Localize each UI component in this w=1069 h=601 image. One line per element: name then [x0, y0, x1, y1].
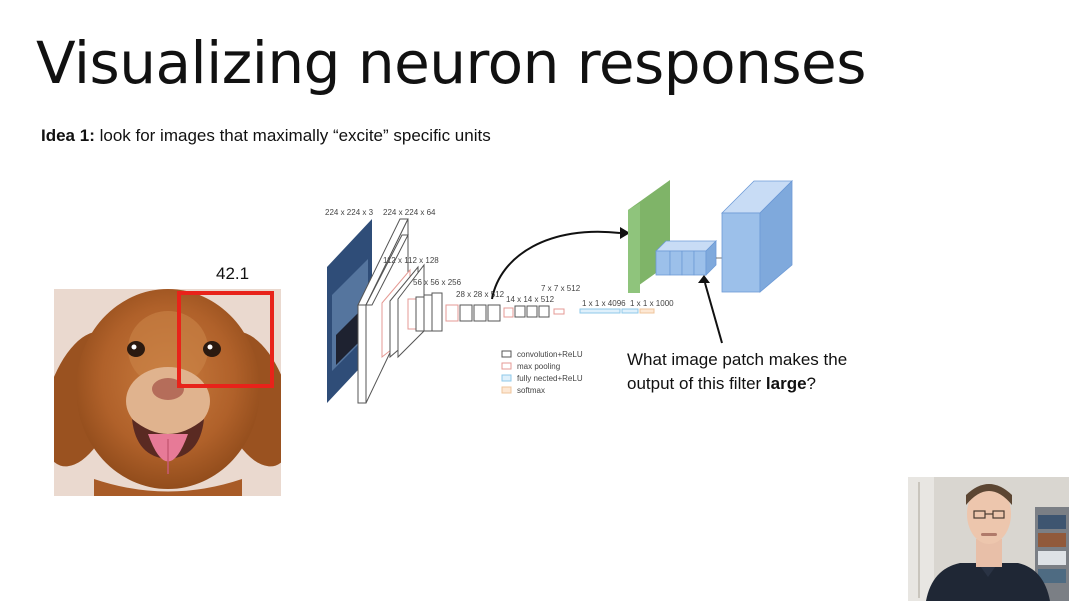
question-line-1: What image patch makes the	[627, 348, 847, 372]
slide-title: Visualizing neuron responses	[36, 30, 866, 97]
idea-label: Idea 1:	[41, 126, 95, 145]
green-filter-map	[628, 180, 670, 293]
question-text: What image patch makes the output of thi…	[627, 348, 847, 396]
question-line-2: output of this filter large?	[627, 372, 847, 396]
legend-pool: max pooling	[517, 362, 560, 371]
idea-statement: Idea 1: look for images that maximally “…	[41, 126, 491, 146]
presenter-webcam	[908, 477, 1069, 601]
legend-conv: convolution+ReLU	[517, 350, 583, 359]
legend: convolution+ReLU max pooling fully necte…	[502, 350, 583, 395]
blue-feature-blocks	[656, 241, 722, 275]
patch-highlight-box	[170, 285, 280, 393]
dim-label-l5: 28 x 28 x 512	[456, 290, 505, 299]
blue-output-block	[722, 181, 792, 292]
dim-label-fc2: 1 x 1 x 1000	[630, 299, 674, 308]
dim-label-fc1: 1 x 1 x 4096	[582, 299, 626, 308]
dim-label-l3: 112 x 112 x 128	[383, 256, 439, 265]
legend-softmax: softmax	[517, 386, 545, 395]
dim-label-l6: 14 x 14 x 512	[506, 295, 555, 304]
dim-label-l1: 224 x 224 x 3	[325, 208, 374, 217]
idea-text: look for images that maximally “excite” …	[95, 126, 491, 145]
dim-label-l2: 224 x 224 x 64	[383, 208, 436, 217]
pointer-arrow	[705, 283, 722, 343]
activation-score: 42.1	[216, 264, 249, 284]
dim-label-l4: 56 x 56 x 256	[413, 278, 462, 287]
pointer-arrowhead	[698, 275, 710, 283]
dim-label-l7: 7 x 7 x 512	[541, 284, 581, 293]
legend-fc: fully nected+ReLU	[517, 374, 583, 383]
